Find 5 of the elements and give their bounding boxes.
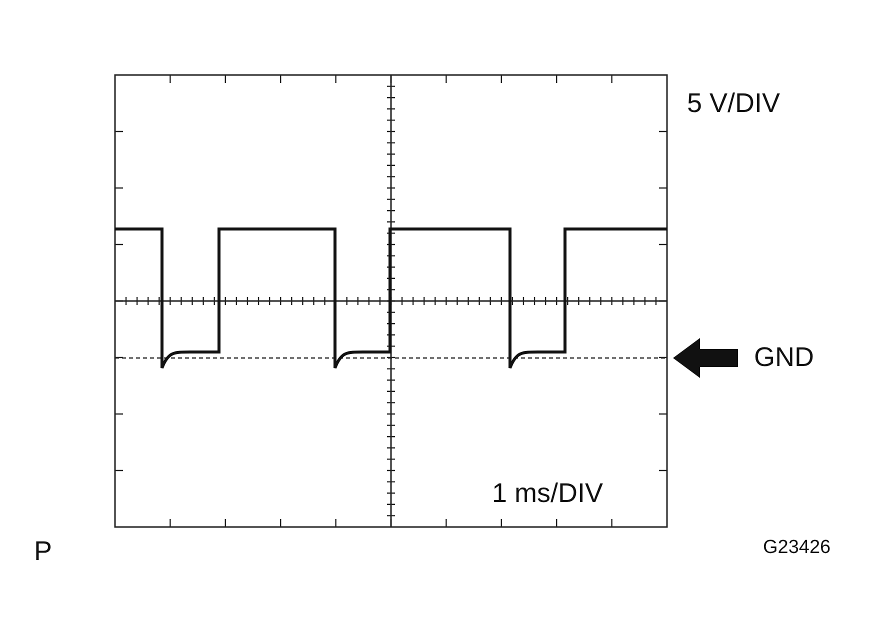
scale-label: G23426 (763, 538, 831, 557)
scale-label: 1 ms/DIV (492, 480, 604, 507)
scale-label: P (34, 538, 52, 565)
scale-label: GND (754, 344, 814, 371)
scale-label: 5 V/DIV (687, 90, 780, 117)
